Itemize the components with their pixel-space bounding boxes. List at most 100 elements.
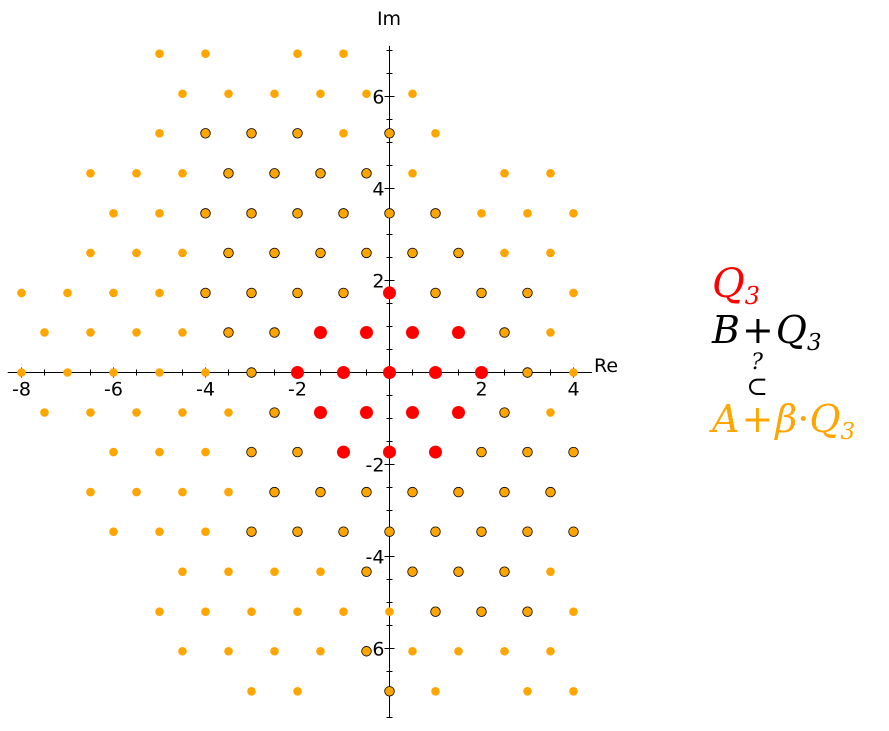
point-a-plus-beta-q3: [224, 487, 233, 497]
point-a-plus-beta-q3: [546, 169, 555, 178]
point-a-plus-beta-q3: [109, 527, 118, 536]
point-b-plus-q3: [499, 407, 510, 418]
point-b-plus-q3: [430, 526, 441, 537]
legend-q3-symbol: Q: [712, 261, 745, 307]
x-tick-label: 4: [567, 379, 579, 401]
point-q3: [406, 406, 419, 420]
point-b-plus-q3: [384, 128, 395, 139]
point-a-plus-beta-q3: [63, 288, 72, 298]
legend-a-q-subscript: 3: [841, 419, 856, 445]
point-b-plus-q3: [200, 287, 211, 299]
x-tick-label: 2: [475, 379, 487, 401]
y-tick-label: -6: [366, 639, 385, 661]
point-a-plus-beta-q3: [132, 169, 141, 178]
point-a-plus-beta-q3: [132, 248, 141, 258]
point-q3: [406, 325, 419, 339]
point-q3: [452, 325, 465, 339]
series-b-plus-q3: [200, 128, 579, 697]
point-a-plus-beta-q3: [40, 408, 49, 417]
point-b-plus-q3: [269, 327, 280, 338]
legend-b-symbol: B: [711, 308, 740, 352]
point-a-plus-beta-q3: [477, 209, 486, 218]
x-axis-label: Re: [594, 355, 618, 377]
point-q3: [452, 406, 465, 420]
point-b-plus-q3: [522, 287, 533, 299]
point-a-plus-beta-q3: [201, 607, 210, 616]
point-a-plus-beta-q3: [316, 567, 325, 576]
point-a-plus-beta-q3: [224, 567, 233, 576]
point-b-plus-q3: [246, 208, 257, 219]
legend-b-plus-q3: B+Q3: [711, 308, 822, 356]
point-a-plus-beta-q3: [546, 646, 555, 656]
point-a-plus-beta-q3: [201, 527, 210, 536]
legend: Q3 B+Q3 ? ⊂ A+β·Q3: [709, 261, 855, 445]
point-a-plus-beta-q3: [178, 328, 187, 337]
point-b-plus-q3: [407, 566, 418, 577]
legend-subset-symbol: ⊂: [746, 372, 768, 402]
point-b-plus-q3: [476, 606, 487, 617]
point-a-plus-beta-q3: [270, 567, 279, 576]
point-q3: [337, 445, 350, 459]
point-b-plus-q3: [315, 247, 326, 259]
point-a-plus-beta-q3: [224, 89, 233, 99]
series-q3: [291, 286, 488, 459]
point-b-plus-q3: [292, 287, 303, 299]
point-b-plus-q3: [361, 486, 372, 498]
point-b-plus-q3: [246, 526, 257, 537]
point-a-plus-beta-q3: [17, 368, 26, 377]
point-b-plus-q3: [361, 566, 372, 577]
point-b-plus-q3: [200, 128, 211, 139]
point-a-plus-beta-q3: [86, 248, 95, 258]
point-b-plus-q3: [292, 128, 303, 139]
point-a-plus-beta-q3: [155, 447, 164, 457]
point-q3: [429, 366, 442, 379]
point-a-plus-beta-q3: [224, 408, 233, 417]
point-b-plus-q3: [361, 247, 372, 259]
point-a-plus-beta-q3: [155, 49, 164, 59]
legend-beta-symbol: β: [773, 397, 797, 441]
legend-a-plus: +: [741, 397, 773, 441]
point-a-plus-beta-q3: [247, 686, 256, 696]
legend-a-plus-beta-q3: A+β·Q3: [709, 397, 855, 445]
point-b-plus-q3: [246, 367, 257, 378]
point-b-plus-q3: [453, 566, 464, 577]
point-a-plus-beta-q3: [316, 89, 325, 99]
point-b-plus-q3: [476, 287, 487, 299]
point-b-plus-q3: [338, 208, 349, 219]
point-a-plus-beta-q3: [546, 408, 555, 417]
point-a-plus-beta-q3: [408, 89, 417, 99]
point-b-plus-q3: [292, 526, 303, 537]
point-b-plus-q3: [269, 247, 280, 259]
point-a-plus-beta-q3: [178, 169, 187, 178]
legend-q3-subscript: 3: [745, 282, 760, 310]
point-a-plus-beta-q3: [546, 248, 555, 258]
point-b-plus-q3: [315, 486, 326, 498]
point-a-plus-beta-q3: [569, 368, 578, 377]
point-b-plus-q3: [361, 168, 372, 179]
legend-a-symbol: A: [709, 397, 739, 441]
point-a-plus-beta-q3: [523, 686, 532, 696]
point-a-plus-beta-q3: [155, 209, 164, 218]
legend-b-q-symbol: Q: [776, 308, 807, 352]
point-b-plus-q3: [246, 287, 257, 299]
point-a-plus-beta-q3: [385, 607, 394, 616]
y-tick-label: 6: [372, 87, 384, 109]
point-b-plus-q3: [292, 208, 303, 219]
point-b-plus-q3: [269, 407, 280, 418]
point-q3: [383, 445, 396, 459]
y-tick-label: 4: [372, 179, 384, 201]
point-a-plus-beta-q3: [132, 487, 141, 497]
point-a-plus-beta-q3: [569, 686, 578, 696]
point-b-plus-q3: [499, 486, 510, 498]
point-a-plus-beta-q3: [569, 209, 578, 218]
point-a-plus-beta-q3: [546, 328, 555, 337]
point-a-plus-beta-q3: [339, 129, 348, 138]
point-b-plus-q3: [522, 526, 533, 537]
point-a-plus-beta-q3: [178, 248, 187, 258]
point-b-plus-q3: [246, 128, 257, 139]
point-b-plus-q3: [223, 168, 234, 179]
point-a-plus-beta-q3: [132, 328, 141, 337]
point-a-plus-beta-q3: [86, 487, 95, 497]
point-b-plus-q3: [522, 606, 533, 617]
